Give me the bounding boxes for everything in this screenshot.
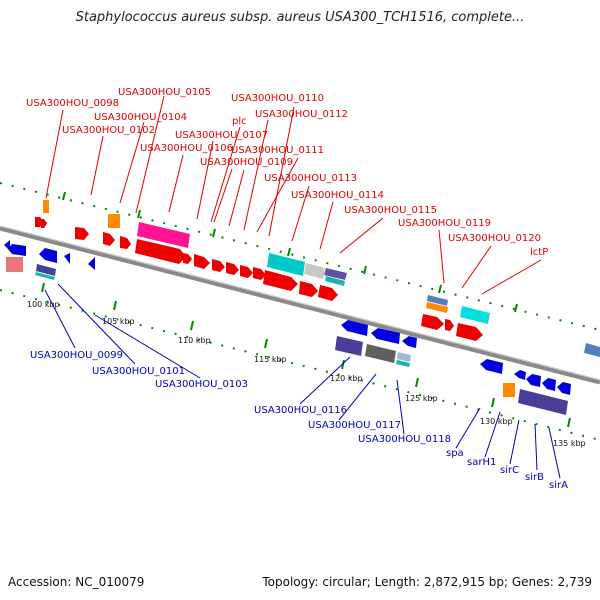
gene-0117-grey[interactable] bbox=[365, 344, 396, 363]
gene-label[interactable]: USA300HOU_0119 bbox=[398, 218, 491, 229]
gene-0118-teal[interactable] bbox=[396, 360, 410, 367]
gene-0116b[interactable] bbox=[371, 328, 400, 344]
gene-0119-orange[interactable] bbox=[426, 302, 448, 313]
gene-label[interactable]: USA300HOU_0120 bbox=[448, 233, 541, 244]
gene-label[interactable]: USA300HOU_0101 bbox=[92, 366, 185, 377]
tick-label: 130 kbp bbox=[480, 417, 513, 426]
gene-0118-lightblue[interactable] bbox=[397, 352, 411, 362]
tick-label: 135 kbp bbox=[553, 439, 586, 448]
gene-0104[interactable] bbox=[103, 232, 115, 246]
gene-spa-orange[interactable] bbox=[503, 383, 515, 397]
forward-features bbox=[35, 200, 600, 357]
gene-label[interactable]: USA300HOU_0115 bbox=[344, 205, 437, 216]
gene-label[interactable]: USA300HOU_0118 bbox=[358, 434, 451, 445]
bottom-leaders bbox=[44, 283, 561, 479]
accession-text: Accession: NC_010079 bbox=[8, 575, 145, 589]
gene-0112[interactable] bbox=[253, 267, 266, 280]
gene-sirB[interactable] bbox=[542, 378, 556, 391]
gene-label[interactable]: USA300HOU_0098 bbox=[26, 98, 119, 109]
gene-0103[interactable] bbox=[88, 257, 95, 270]
gene-0099b[interactable] bbox=[39, 248, 57, 263]
gene-label[interactable]: USA300HOU_0105 bbox=[118, 87, 211, 98]
gene-0119b[interactable] bbox=[445, 319, 454, 331]
gene-0099-left[interactable] bbox=[4, 240, 10, 251]
reverse-features bbox=[4, 240, 571, 415]
gene-label[interactable]: USA300HOU_0117 bbox=[308, 420, 401, 431]
gene-0101-purple[interactable] bbox=[36, 264, 56, 276]
genome-backbone bbox=[0, 225, 600, 385]
gene-0120[interactable] bbox=[456, 323, 483, 341]
topology-text: Topology: circular; Length: 2,872,915 bp… bbox=[262, 575, 592, 589]
gene-0099-pink[interactable] bbox=[6, 257, 23, 272]
gene-label[interactable]: USA300HOU_0104 bbox=[94, 112, 187, 123]
gene-0116-purple[interactable] bbox=[335, 336, 363, 356]
gene-label[interactable]: USA300HOU_0113 bbox=[264, 173, 357, 184]
gene-0120-cyan[interactable] bbox=[460, 306, 490, 324]
gene-sir-purple[interactable] bbox=[518, 389, 568, 415]
gene-label[interactable]: sarH1 bbox=[467, 457, 496, 468]
gene-0116c[interactable] bbox=[402, 336, 417, 348]
gene-0106[interactable] bbox=[135, 239, 186, 264]
gene-lctP[interactable] bbox=[584, 343, 600, 357]
gene-0109[interactable] bbox=[194, 254, 210, 269]
gene-label[interactable]: spa bbox=[446, 448, 464, 459]
upper-ticks bbox=[62, 191, 518, 313]
gene-0116[interactable] bbox=[341, 320, 368, 336]
tick-label: 125 kbp bbox=[405, 394, 438, 403]
gene-label[interactable]: USA300HOU_0110 bbox=[231, 93, 324, 104]
gene-0119-blue[interactable] bbox=[427, 295, 448, 306]
gene-label[interactable]: USA300HOU_0114 bbox=[291, 190, 384, 201]
gene-0102[interactable] bbox=[75, 227, 89, 240]
gene-label[interactable]: USA300HOU_0112 bbox=[255, 109, 348, 120]
gene-label[interactable]: sirC bbox=[500, 465, 519, 476]
gene-0098b[interactable] bbox=[41, 219, 47, 228]
scale-ticks bbox=[41, 282, 571, 428]
gene-label[interactable]: USA300HOU_0103 bbox=[155, 379, 248, 390]
gene-spa[interactable] bbox=[480, 359, 503, 374]
gene-label[interactable]: USA300HOU_0116 bbox=[254, 405, 347, 416]
gene-sirC[interactable] bbox=[526, 374, 541, 387]
gene-label[interactable]: sirB bbox=[525, 472, 544, 483]
gene-0114-teal[interactable] bbox=[325, 276, 345, 286]
gene-0107[interactable] bbox=[183, 253, 192, 264]
gene-0098-orange[interactable] bbox=[43, 200, 49, 213]
gene-label[interactable]: USA300HOU_0111 bbox=[231, 145, 324, 156]
genome-backbone-highlight bbox=[0, 225, 600, 381]
gene-sarH1[interactable] bbox=[514, 370, 526, 380]
gene-0099[interactable] bbox=[8, 244, 26, 256]
gene-0099c[interactable] bbox=[64, 253, 70, 264]
upper-ruler bbox=[0, 182, 600, 331]
gene-0111b[interactable] bbox=[240, 265, 253, 278]
gene-label[interactable]: USA300HOU_0102 bbox=[62, 125, 155, 136]
gene-label[interactable]: USA300HOU_0106 bbox=[140, 143, 233, 154]
gene-0104-orange[interactable] bbox=[108, 214, 120, 228]
tick-label: 100 kbp bbox=[27, 300, 60, 309]
tick-label: 115 kbp bbox=[254, 355, 287, 364]
gene-label[interactable]: USA300HOU_0107 bbox=[175, 130, 268, 141]
gene-0113-cyan[interactable] bbox=[267, 253, 305, 276]
gene-0114[interactable] bbox=[299, 281, 318, 297]
tick-label: 105 kbp bbox=[102, 317, 135, 326]
gene-0105[interactable] bbox=[120, 236, 131, 249]
gene-label[interactable]: lctP bbox=[530, 247, 548, 258]
gene-0114-grey[interactable] bbox=[304, 263, 325, 279]
gene-0113[interactable] bbox=[263, 270, 298, 291]
gene-label[interactable]: plc bbox=[232, 116, 247, 127]
gene-0114-purple[interactable] bbox=[324, 268, 347, 280]
gene-0115[interactable] bbox=[318, 285, 338, 301]
map-title: Staphylococcus aureus subsp. aureus USA3… bbox=[75, 10, 525, 25]
gene-label[interactable]: USA300HOU_0099 bbox=[30, 350, 123, 361]
gene-0101-teal[interactable] bbox=[35, 272, 55, 280]
gene-0110[interactable] bbox=[212, 259, 225, 272]
gene-label[interactable]: USA300HOU_0109 bbox=[200, 157, 293, 168]
gene-0119[interactable] bbox=[421, 314, 444, 330]
gene-label[interactable]: sirA bbox=[549, 480, 568, 491]
top-leaders bbox=[45, 95, 542, 295]
gene-0111[interactable] bbox=[226, 262, 239, 275]
tick-label: 120 kbp bbox=[330, 374, 363, 383]
gene-sirA[interactable] bbox=[557, 382, 571, 395]
tick-label: 110 kbp bbox=[178, 336, 211, 345]
gene-0106-pink[interactable] bbox=[137, 222, 190, 248]
